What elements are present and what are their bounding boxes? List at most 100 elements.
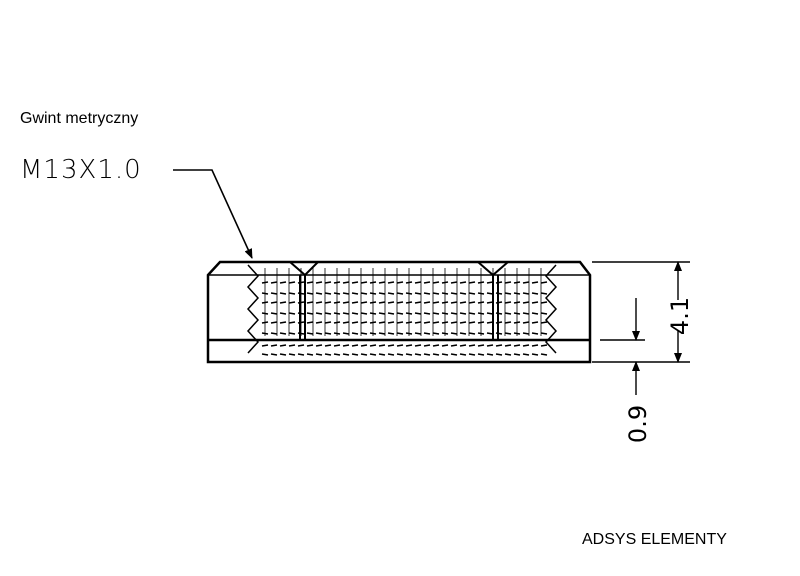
hatch-mark — [540, 344, 548, 347]
hatch-mark — [423, 321, 431, 324]
hatch-mark — [522, 321, 530, 324]
hatch-mark — [486, 353, 494, 356]
hatch-mark — [279, 353, 287, 356]
dimension-total-height-label: 4.1 — [666, 297, 694, 335]
hatch-mark — [396, 332, 404, 335]
hatch-mark — [351, 321, 359, 324]
hatch-mark — [315, 292, 323, 295]
hatch-mark — [270, 353, 278, 356]
hatch-mark — [522, 281, 530, 284]
hatch-mark — [540, 312, 548, 315]
thread-teeth — [246, 264, 558, 354]
dimension-flange-height-label: 0.9 — [624, 405, 652, 443]
hatch-mark — [423, 312, 431, 315]
hatch-mark — [459, 301, 467, 304]
hatch-mark — [540, 321, 548, 324]
hatch-mark — [351, 353, 359, 356]
hatch-mark — [414, 321, 422, 324]
hatch-mark — [423, 292, 431, 295]
hatch-mark — [531, 332, 539, 335]
hatch-mark — [414, 292, 422, 295]
hatch-mark — [531, 353, 539, 356]
hatch-mark — [432, 292, 440, 295]
hatch-mark — [342, 301, 350, 304]
hatch-mark — [306, 332, 314, 335]
thread-caption: Gwint metryczny — [20, 110, 139, 127]
hatch-mark — [387, 344, 395, 347]
hatch-mark — [432, 312, 440, 315]
hatch-mark — [441, 344, 449, 347]
hatch-mark — [306, 312, 314, 315]
hatch-mark — [423, 353, 431, 356]
hatch-mark — [486, 344, 494, 347]
hatch-mark — [378, 292, 386, 295]
hatch-mark — [495, 353, 503, 356]
hatch-mark — [423, 301, 431, 304]
hatch-mark — [378, 301, 386, 304]
hatch-mark — [459, 321, 467, 324]
hatch-mark — [324, 292, 332, 295]
hatch-mark — [270, 281, 278, 284]
hatch-mark — [324, 344, 332, 347]
hatch-mark — [261, 344, 269, 347]
hatch-mark — [432, 353, 440, 356]
hatch-mark — [504, 332, 512, 335]
hatch-mark — [333, 353, 341, 356]
hatch-mark — [342, 281, 350, 284]
hatch-mark — [540, 301, 548, 304]
hatch-mark — [378, 353, 386, 356]
hatch-mark — [306, 281, 314, 284]
hatch-mark — [396, 344, 404, 347]
hatch-mark — [423, 281, 431, 284]
hatch-mark — [360, 344, 368, 347]
hatch-mark — [315, 312, 323, 315]
hatch-mark — [342, 353, 350, 356]
hatch-mark — [351, 281, 359, 284]
hatch-mark — [288, 301, 296, 304]
thread-hatching — [261, 268, 548, 356]
hatch-mark — [540, 332, 548, 335]
hatch-mark — [378, 332, 386, 335]
hatch-mark — [378, 321, 386, 324]
hatch-mark — [315, 344, 323, 347]
brand-label: ADSYS ELEMENTY — [582, 531, 727, 548]
hatch-mark — [288, 353, 296, 356]
hatch-mark — [405, 353, 413, 356]
hatch-mark — [270, 321, 278, 324]
hatch-mark — [351, 344, 359, 347]
thread-tooth-profile — [246, 264, 260, 354]
hatch-mark — [468, 301, 476, 304]
hatch-mark — [351, 332, 359, 335]
hatch-mark — [432, 344, 440, 347]
hatch-mark — [531, 312, 539, 315]
hatch-mark — [342, 321, 350, 324]
hatch-mark — [351, 292, 359, 295]
hatch-mark — [315, 353, 323, 356]
hatch-mark — [504, 321, 512, 324]
hatch-mark — [504, 353, 512, 356]
hatch-mark — [423, 332, 431, 335]
hatch-mark — [270, 344, 278, 347]
hatch-mark — [468, 321, 476, 324]
hatch-mark — [324, 281, 332, 284]
hatch-mark — [270, 312, 278, 315]
hatch-mark — [531, 344, 539, 347]
hatch-mark — [279, 292, 287, 295]
hatch-mark — [369, 353, 377, 356]
hatch-mark — [315, 321, 323, 324]
hatch-mark — [504, 292, 512, 295]
hatch-mark — [387, 301, 395, 304]
hatch-mark — [324, 353, 332, 356]
hatch-mark — [459, 344, 467, 347]
hatch-mark — [531, 281, 539, 284]
hatch-mark — [450, 321, 458, 324]
hatch-mark — [522, 332, 530, 335]
hatch-mark — [396, 301, 404, 304]
hatch-mark — [414, 312, 422, 315]
hatch-mark — [522, 301, 530, 304]
hatch-mark — [540, 353, 548, 356]
hatch-mark — [288, 312, 296, 315]
hatch-mark — [297, 353, 305, 356]
